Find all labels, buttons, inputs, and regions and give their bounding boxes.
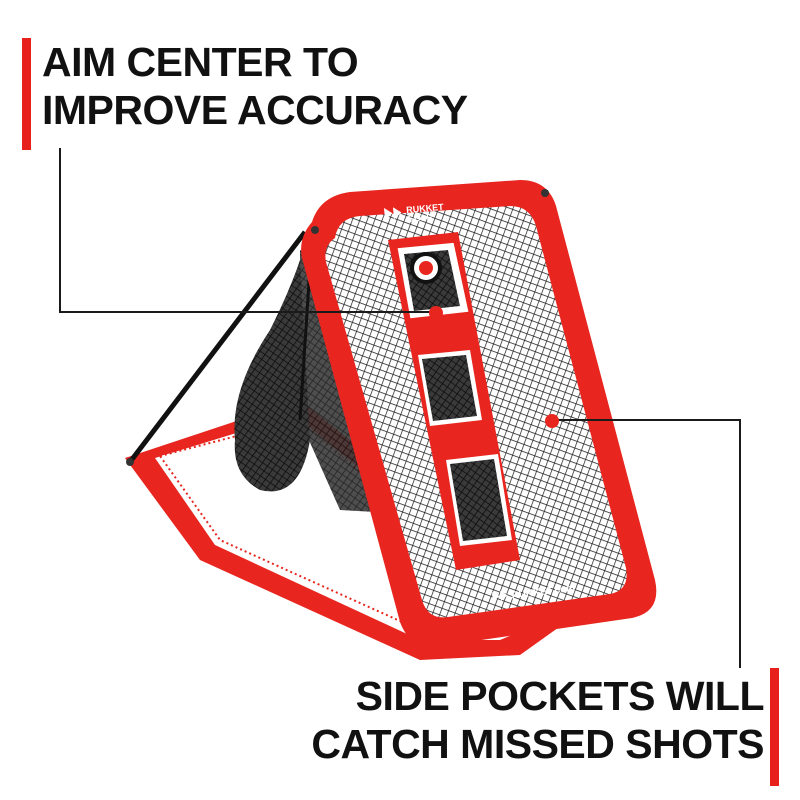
- svg-text:RUKKET: RUKKET: [406, 202, 445, 215]
- bottom-callout-dot: [545, 414, 559, 428]
- top-callout: AIM CENTER TO IMPROVE ACCURACY: [42, 38, 468, 134]
- bottom-pocket-net: [450, 459, 507, 541]
- bottom-callout: SIDE POCKETS WILL CATCH MISSED SHOTS: [311, 672, 764, 768]
- bottom-accent-bar: [770, 668, 779, 786]
- svg-text:GOLF: GOLF: [407, 212, 433, 224]
- top-logo: RUKKET GOLF: [384, 202, 445, 224]
- bottom-callout-line2: CATCH MISSED SHOTS: [311, 721, 764, 767]
- bottom-callout-line1: SIDE POCKETS WILL: [355, 673, 765, 719]
- top-callout-line1: AIM CENTER TO: [42, 39, 359, 85]
- support-pole: [128, 230, 307, 464]
- top-callout-line2: IMPROVE ACCURACY: [42, 87, 468, 133]
- back-net-bag: [234, 260, 310, 492]
- top-callout-leader: [59, 148, 432, 313]
- bottom-callout-leader: [552, 419, 741, 668]
- top-callout-dot: [429, 306, 443, 320]
- middle-pocket-net: [422, 355, 477, 421]
- bullseye-target: [410, 252, 442, 284]
- top-accent-bar: [22, 38, 31, 150]
